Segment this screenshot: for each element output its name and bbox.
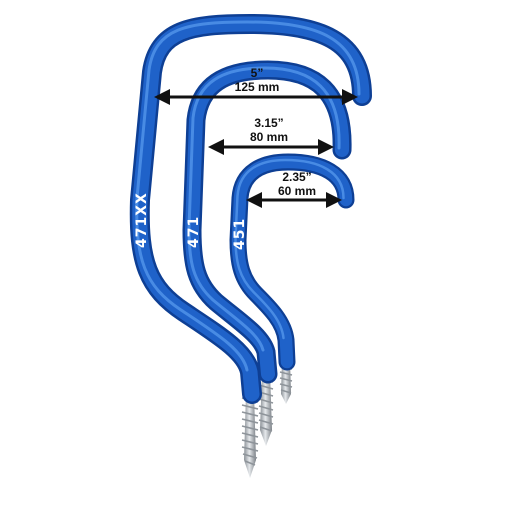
dimension-label-471xx: 5” 125 mm — [222, 66, 292, 94]
width-millimeters: 60 mm — [277, 184, 317, 198]
dimension-label-451: 2.35” 60 mm — [262, 170, 332, 198]
width-inches: 2.35” — [282, 170, 312, 184]
hook-451 — [229, 153, 355, 371]
model-label-471: 471 — [186, 215, 202, 248]
dimension-arrow-471xx — [154, 89, 358, 105]
width-millimeters: 125 mm — [234, 80, 280, 94]
hook-471 — [182, 60, 352, 384]
width-inches: 5” — [250, 66, 264, 80]
dimension-label-471: 3.15” 80 mm — [234, 116, 304, 144]
model-label-471xx: 471XX — [134, 192, 150, 248]
dimension-arrow-451 — [246, 192, 342, 208]
screw-large — [241, 392, 259, 478]
model-label-451: 451 — [232, 217, 248, 250]
width-millimeters: 80 mm — [249, 130, 289, 144]
hook-471xx — [129, 13, 372, 404]
width-inches: 3.15” — [254, 116, 284, 130]
dimension-arrow-471 — [208, 139, 334, 155]
